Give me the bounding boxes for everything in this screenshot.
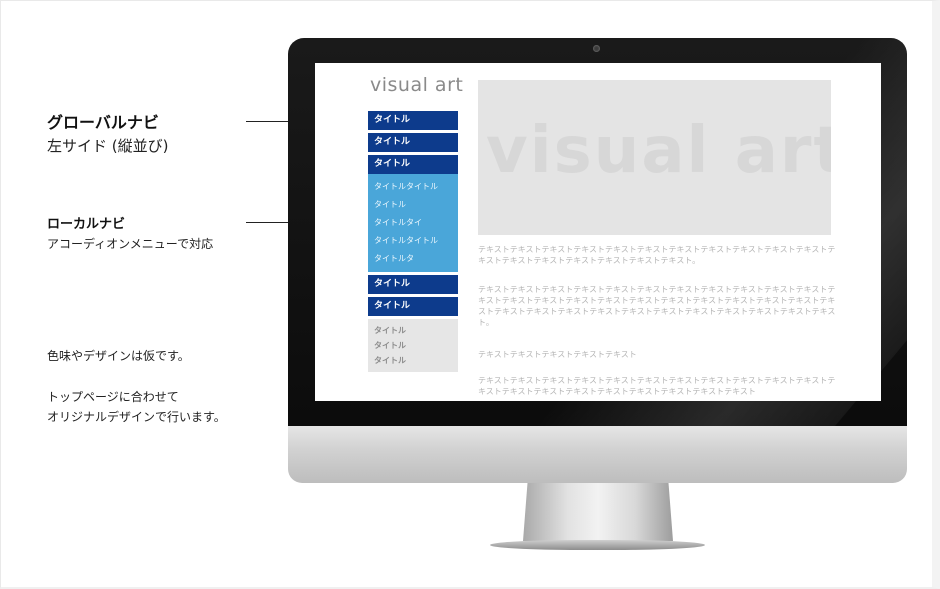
local-nav-item[interactable]: タイトルタイトル <box>374 182 438 191</box>
annotation-note-1: 色味やデザインは仮です。 <box>47 349 190 363</box>
nav-item-active[interactable]: タイトル <box>368 155 458 174</box>
camera-icon <box>593 45 600 52</box>
local-nav-item[interactable]: タイトルタイ <box>374 218 422 227</box>
annotation-global-nav-title: グローバルナビ <box>47 113 159 132</box>
body-paragraph: テキストテキストテキストテキストテキスト <box>478 350 637 359</box>
nav-item[interactable]: タイトル <box>368 111 458 130</box>
nav-item[interactable]: タイトル <box>368 297 458 316</box>
body-paragraph: テキストテキストテキストテキストテキストテキストテキストテキストテキストテキスト… <box>478 376 836 396</box>
annotation-note-2: トップページに合わせて <box>47 390 179 404</box>
local-nav-item[interactable]: タイトル <box>374 200 406 209</box>
monitor-stand <box>523 483 673 541</box>
site-logo[interactable]: visual art <box>370 74 464 96</box>
body-paragraph: テキストテキストテキストテキストテキストテキストテキストテキストテキストテキスト… <box>478 245 836 265</box>
annotation-global-nav-sub: 左サイド (縦並び) <box>47 137 169 155</box>
secondary-nav-item[interactable]: タイトル <box>374 341 406 350</box>
secondary-nav: タイトル タイトル タイトル <box>368 319 458 372</box>
annotation-local-nav-sub: アコーディオンメニューで対応 <box>47 237 214 251</box>
local-nav-item[interactable]: タイトルタイトル <box>374 236 438 245</box>
monitor-stand-base <box>490 540 705 550</box>
nav-item[interactable]: タイトル <box>368 275 458 294</box>
body-paragraph: テキストテキストテキストテキストテキストテキストテキストテキストテキストテキスト… <box>478 285 836 327</box>
annotation-local-nav-title: ローカルナビ <box>47 217 126 232</box>
monitor-chin <box>288 426 907 483</box>
secondary-nav-item[interactable]: タイトル <box>374 356 406 365</box>
hero-image: visual art <box>478 80 831 235</box>
annotation-note-3: オリジナルデザインで行います。 <box>47 410 226 424</box>
local-nav-item[interactable]: タイトルタ <box>374 254 414 263</box>
local-nav-accordion: タイトルタイトル タイトル タイトルタイ タイトルタイトル タイトルタ <box>368 174 458 272</box>
monitor-screen: visual art タイトル タイトル タイトル タイトルタイトル タイトル … <box>315 63 881 401</box>
hero-placeholder-text: visual art <box>486 114 831 188</box>
global-nav: タイトル タイトル タイトル タイトルタイトル タイトル タイトルタイ タイトル… <box>368 111 458 372</box>
secondary-nav-item[interactable]: タイトル <box>374 326 406 335</box>
nav-item[interactable]: タイトル <box>368 133 458 152</box>
